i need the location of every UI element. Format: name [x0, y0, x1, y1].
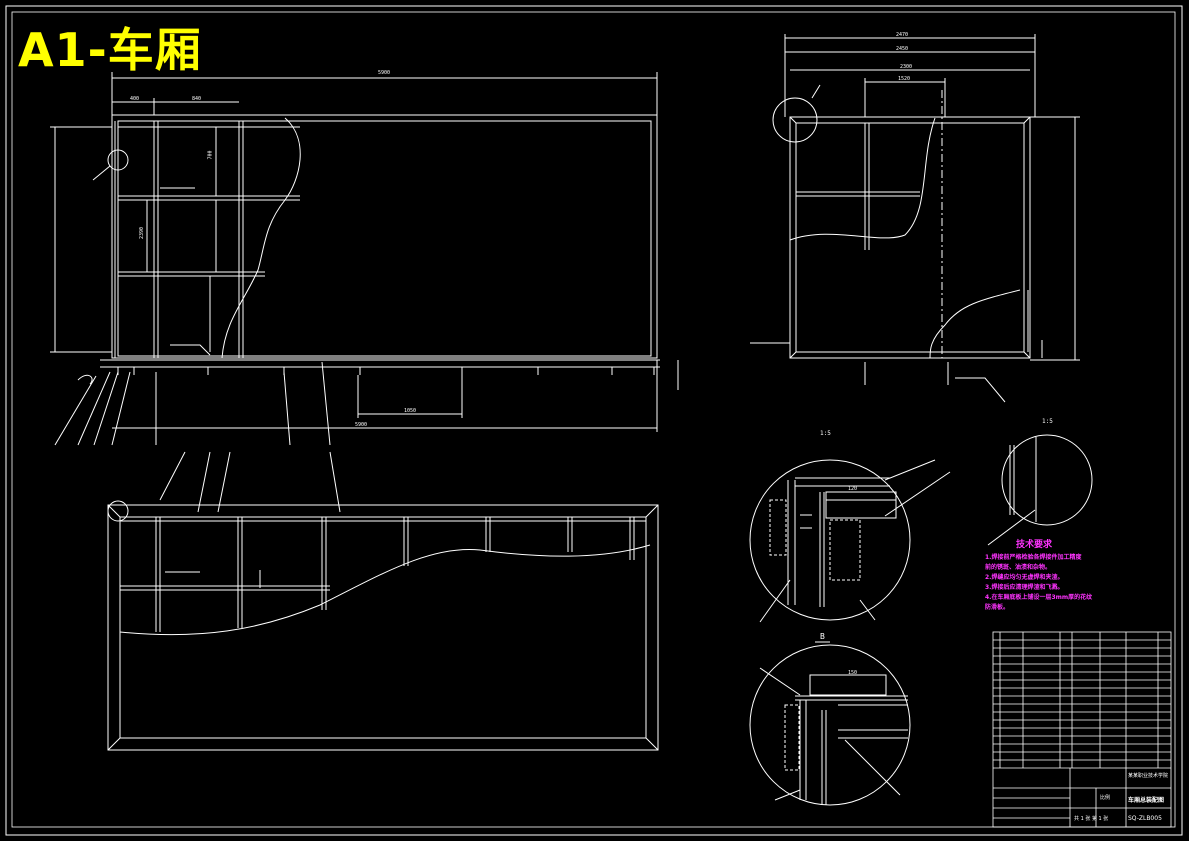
side-view: [50, 72, 679, 446]
school-name: 某某职业技术学院: [1128, 773, 1169, 779]
dim-height-upper: 700: [207, 150, 214, 160]
dim-height-mid: 2390: [139, 226, 146, 240]
section-label-a: 1:5: [820, 430, 831, 437]
dim-detail-150: 150: [848, 670, 858, 676]
section-label-c: 1:5: [1042, 418, 1053, 425]
dim-detail-120: 120: [848, 486, 858, 492]
end-view: [750, 34, 1080, 403]
dim-side-inner: 2450: [896, 46, 909, 52]
dim-overall-length: 5900: [378, 70, 391, 76]
dim-bottom-length: 5900: [355, 422, 368, 428]
section-label-b: B: [820, 632, 825, 641]
drawing-number: SQ-ZLB005: [1128, 815, 1162, 822]
detail-i: [749, 459, 951, 623]
tech-requirement-line: 1.焊接前严格检验各焊接件加工精度: [985, 554, 1082, 561]
dim-door-inner: 1520: [898, 76, 911, 82]
detail-c: [987, 434, 1093, 546]
sheet-count: 共 1 张 第 1 张: [1074, 816, 1109, 822]
tech-requirements-title: 技术要求: [1016, 540, 1053, 550]
detail-b: [749, 641, 911, 806]
dim-panel-width: 840: [192, 96, 202, 102]
dim-front-offset: 400: [130, 96, 140, 102]
dim-door-width: 2300: [900, 64, 913, 70]
tech-requirement-line: 前的锈斑、油渍和杂物。: [985, 564, 1052, 571]
dim-bay-width: 1050: [404, 408, 417, 414]
tech-requirement-line: 防滑板。: [985, 604, 1010, 611]
tech-requirement-line: 2.焊缝应均匀无虚焊和夹渣。: [985, 574, 1064, 581]
tech-requirement-line: 4.在车厢底板上铺设一层3mm厚的花纹: [985, 594, 1093, 601]
sheet-title: A1-车厢: [18, 23, 202, 77]
tech-requirement-line: 3.焊接后应清理焊渣和飞溅。: [985, 584, 1064, 591]
scale-label: 比例: [1100, 795, 1111, 801]
dim-side-outer: 2470: [896, 32, 909, 38]
title-block: [992, 631, 1172, 828]
plan-view: [107, 451, 659, 751]
drawing-name: 车厢总装配图: [1128, 797, 1165, 804]
